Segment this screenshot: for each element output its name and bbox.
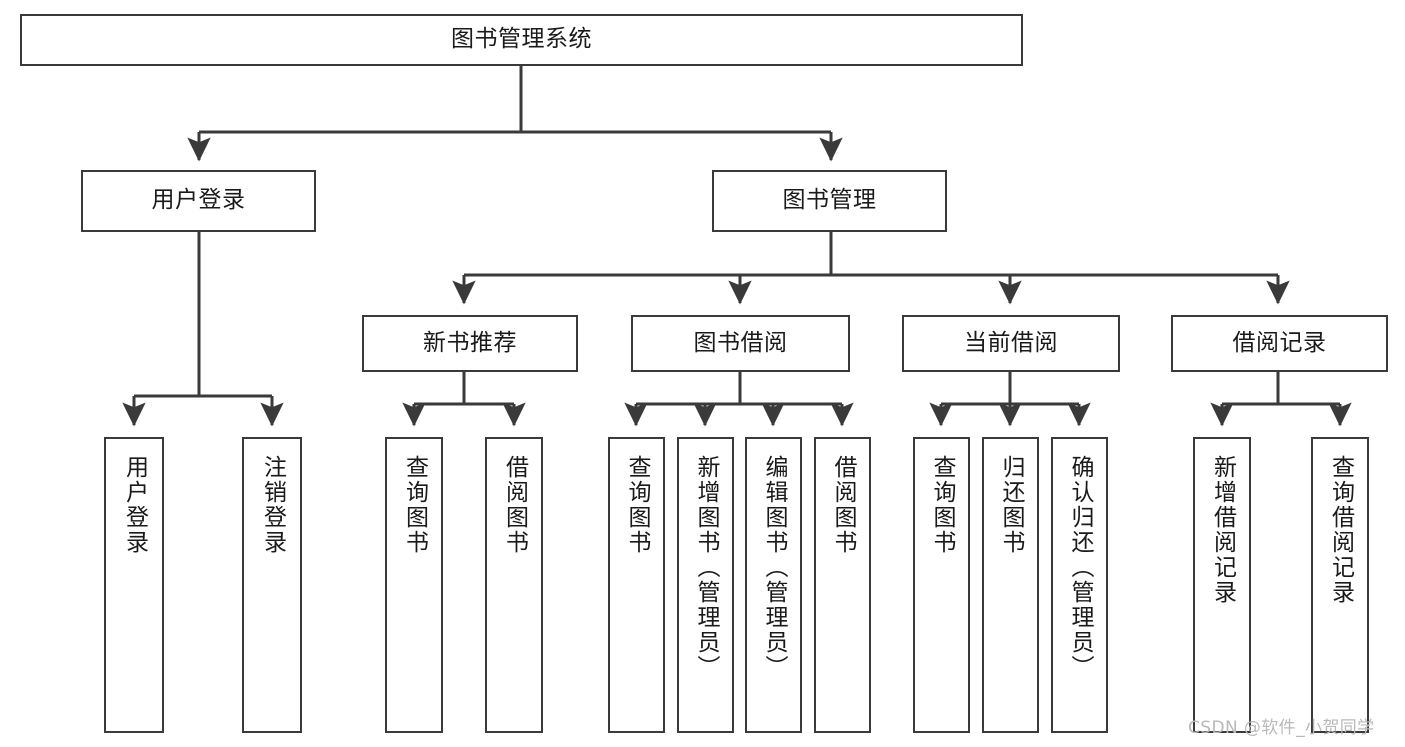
node-label: 用户登录 [151,187,246,214]
node-label: 查询图书 [401,455,428,555]
node-book-borrow[interactable]: 图书借阅 [631,315,850,372]
node-new-book-recommend[interactable]: 新书推荐 [362,315,578,372]
node-leaf-confirm-return[interactable]: 确认归还（管理员） [1051,437,1108,733]
node-current-borrow[interactable]: 当前借阅 [902,315,1120,372]
node-borrow-record[interactable]: 借阅记录 [1171,315,1388,372]
node-leaf-return-book[interactable]: 归还图书 [982,437,1039,733]
node-leaf-add-book[interactable]: 新增图书（管理员） [677,437,734,733]
node-root-system[interactable]: 图书管理系统 [20,14,1023,66]
node-label: 查询借阅记录 [1327,455,1354,605]
node-leaf-borrow-book-1[interactable]: 借阅图书 [485,437,543,733]
csdn-watermark: CSDN @软件_小贺同学 [1188,718,1375,738]
node-label: 借阅记录 [1232,329,1327,356]
node-label: 图书管理系统 [451,26,592,53]
node-label: 当前借阅 [964,329,1058,356]
node-leaf-edit-book[interactable]: 编辑图书（管理员） [745,437,802,733]
node-label: 图书借阅 [693,329,788,356]
node-label: 确认归还（管理员） [1067,455,1093,680]
node-leaf-user-logout[interactable]: 注销登录 [242,437,302,733]
node-leaf-query-book-3[interactable]: 查询图书 [913,437,970,733]
node-label: 新书推荐 [423,329,517,356]
node-label: 用户登录 [121,455,148,555]
node-leaf-query-book-1[interactable]: 查询图书 [385,437,443,733]
node-label: 注销登录 [259,455,286,555]
node-leaf-query-record[interactable]: 查询借阅记录 [1311,437,1369,733]
node-user-login[interactable]: 用户登录 [81,170,316,232]
node-label: 图书管理 [782,187,877,214]
node-leaf-add-record[interactable]: 新增借阅记录 [1193,437,1251,733]
node-label: 新增图书（管理员） [693,455,719,680]
node-label: 新增借阅记录 [1209,455,1236,605]
node-label: 查询图书 [624,455,650,555]
node-book-management[interactable]: 图书管理 [712,170,947,232]
node-leaf-query-book-2[interactable]: 查询图书 [608,437,665,733]
node-leaf-user-login[interactable]: 用户登录 [104,437,164,733]
node-leaf-borrow-book-2[interactable]: 借阅图书 [814,437,871,733]
node-label: 借阅图书 [501,455,528,555]
node-label: 归还图书 [998,455,1024,555]
node-label: 借阅图书 [830,455,856,555]
node-label: 查询图书 [929,455,955,555]
node-label: 编辑图书（管理员） [761,455,787,680]
